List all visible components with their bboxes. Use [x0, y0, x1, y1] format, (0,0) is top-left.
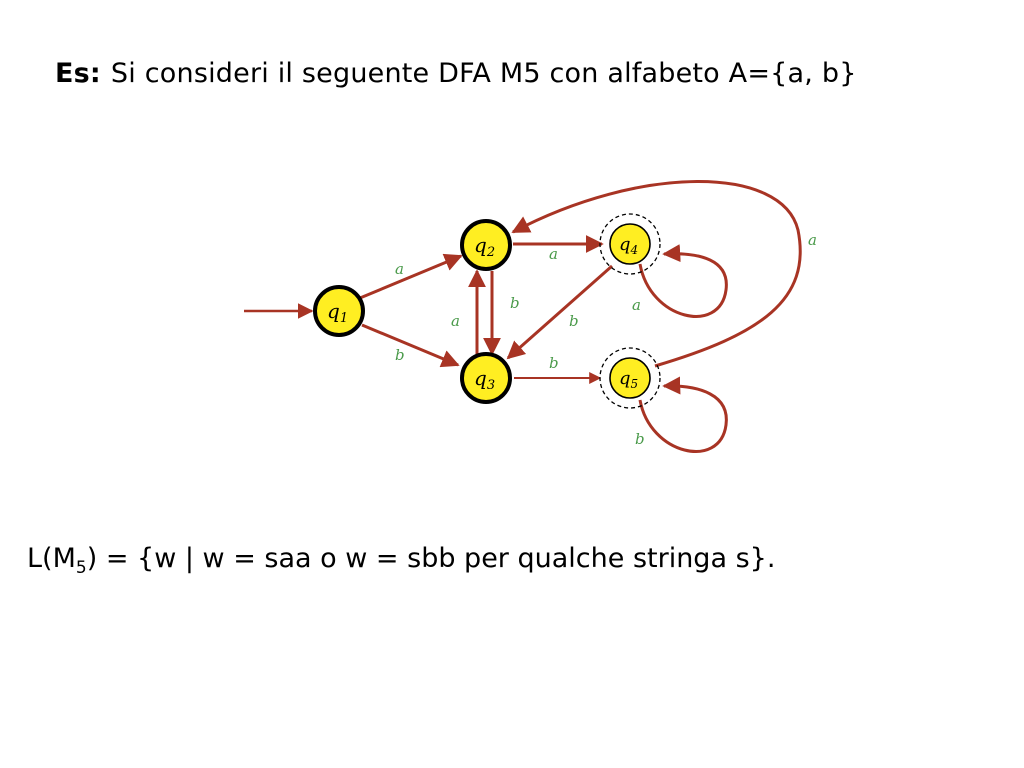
- state-q1-base: q: [327, 299, 340, 323]
- heading-label: Es:: [55, 58, 101, 89]
- svg-text:q5: q5: [619, 368, 638, 391]
- label-q1-q2: a: [395, 260, 404, 278]
- svg-text:q4: q4: [619, 234, 638, 257]
- svg-text:q1: q1: [327, 299, 348, 326]
- edge-q1-q3: [361, 323, 460, 368]
- state-q5-base: q: [619, 368, 631, 389]
- state-q1: q1: [313, 285, 365, 337]
- label-q4-q3: b: [569, 312, 579, 330]
- edge-q5-loop: [638, 376, 728, 453]
- label-q3-q5: b: [549, 354, 559, 372]
- edge-q4-loop: [638, 244, 728, 318]
- label-q5-q2: a: [808, 231, 817, 249]
- state-q2: q2: [460, 219, 512, 271]
- svg-text:q2: q2: [474, 233, 495, 260]
- state-q2-base: q: [474, 233, 487, 257]
- svg-text:q3: q3: [474, 366, 495, 393]
- language-prefix: L(M: [27, 543, 76, 574]
- label-q5-loop: b: [635, 430, 645, 448]
- language-definition: L(M5) = {w | w = saa o w = sbb per qualc…: [27, 543, 775, 578]
- language-rest: ) = {w | w = saa o w = sbb per qualche s…: [86, 543, 776, 574]
- heading: Es: Si consideri il seguente DFA M5 con a…: [55, 58, 857, 89]
- state-q3: q3: [460, 352, 512, 404]
- state-q4-base: q: [619, 234, 631, 255]
- edge-q5-q2: [511, 180, 802, 368]
- label-q4-loop: a: [632, 296, 641, 314]
- state-q4: q4: [599, 213, 661, 275]
- state-q5: q5: [599, 347, 661, 409]
- state-q4-sub: 4: [630, 243, 639, 257]
- language-subscript: 5: [75, 558, 87, 578]
- state-q3-base: q: [474, 366, 487, 390]
- heading-text: Si consideri il seguente DFA M5 con alfa…: [110, 58, 857, 89]
- label-q1-q3: b: [395, 346, 405, 364]
- label-q2-q4: a: [549, 245, 558, 263]
- state-q1-sub: 1: [340, 311, 348, 326]
- label-q2-q3: b: [510, 294, 520, 312]
- label-q3-q2: a: [451, 312, 460, 330]
- state-q2-sub: 2: [486, 245, 495, 260]
- edge-q4-q3: [506, 264, 613, 360]
- state-q3-sub: 3: [487, 378, 495, 393]
- state-q5-sub: 5: [631, 377, 639, 391]
- edge-q1-q2: [359, 253, 463, 300]
